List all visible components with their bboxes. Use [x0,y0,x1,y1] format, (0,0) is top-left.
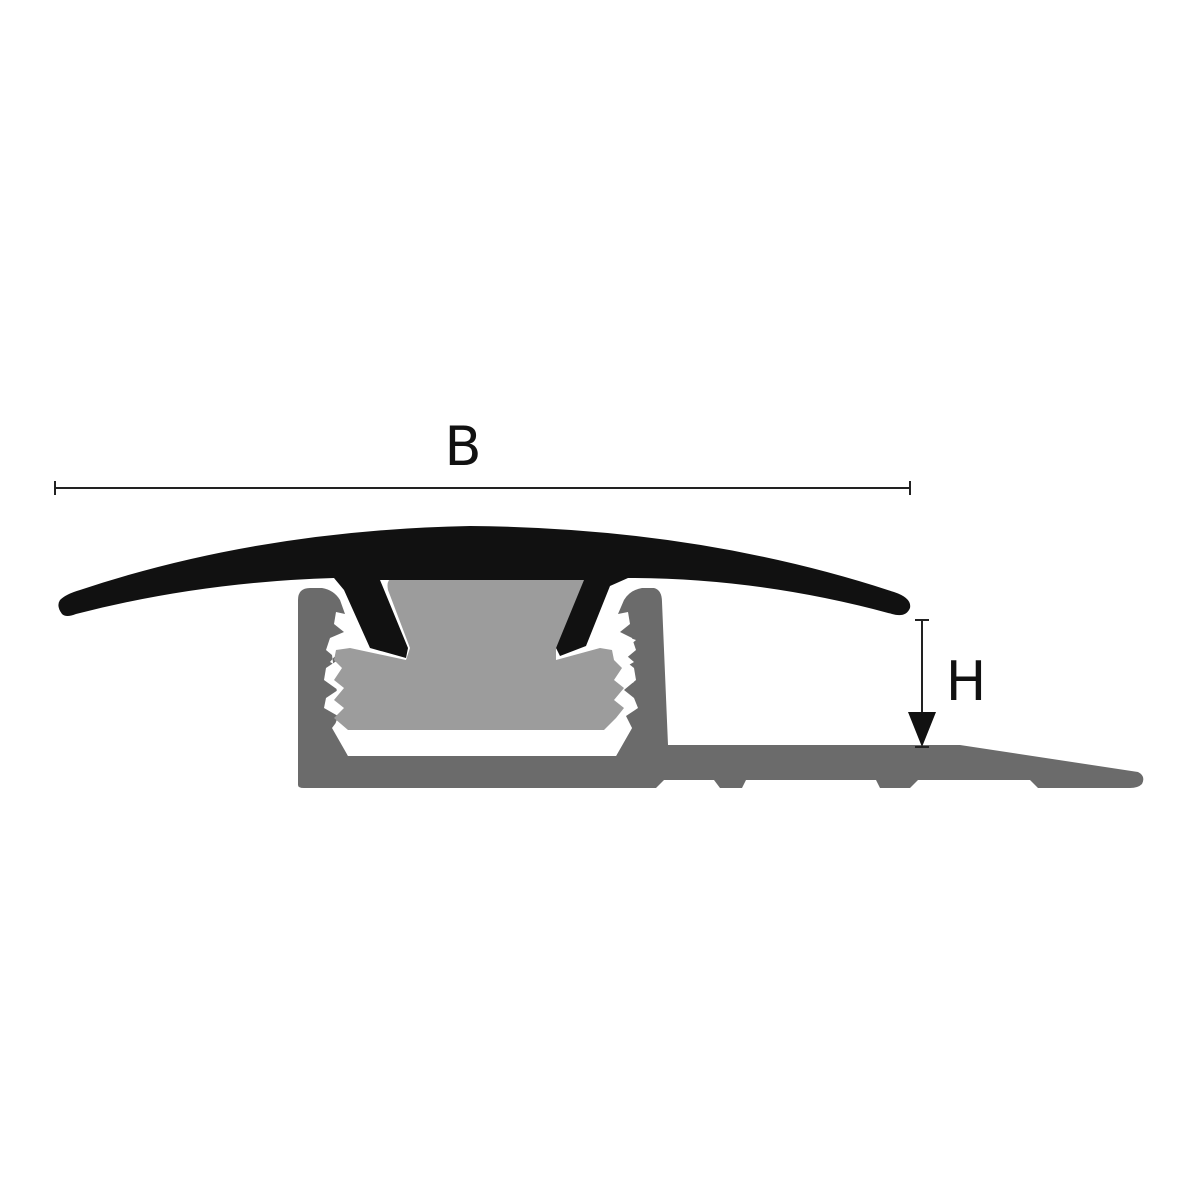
height-dimension-label: H [946,650,987,713]
ramp-slot [748,781,876,788]
base-profile [298,588,1144,788]
profile-insert [334,576,624,730]
cover-profile [58,526,911,658]
width-dimension-label: B [444,415,481,478]
height-dimension-arrowhead [908,712,936,747]
insert-gap [330,636,636,756]
width-dimension [54,481,911,495]
